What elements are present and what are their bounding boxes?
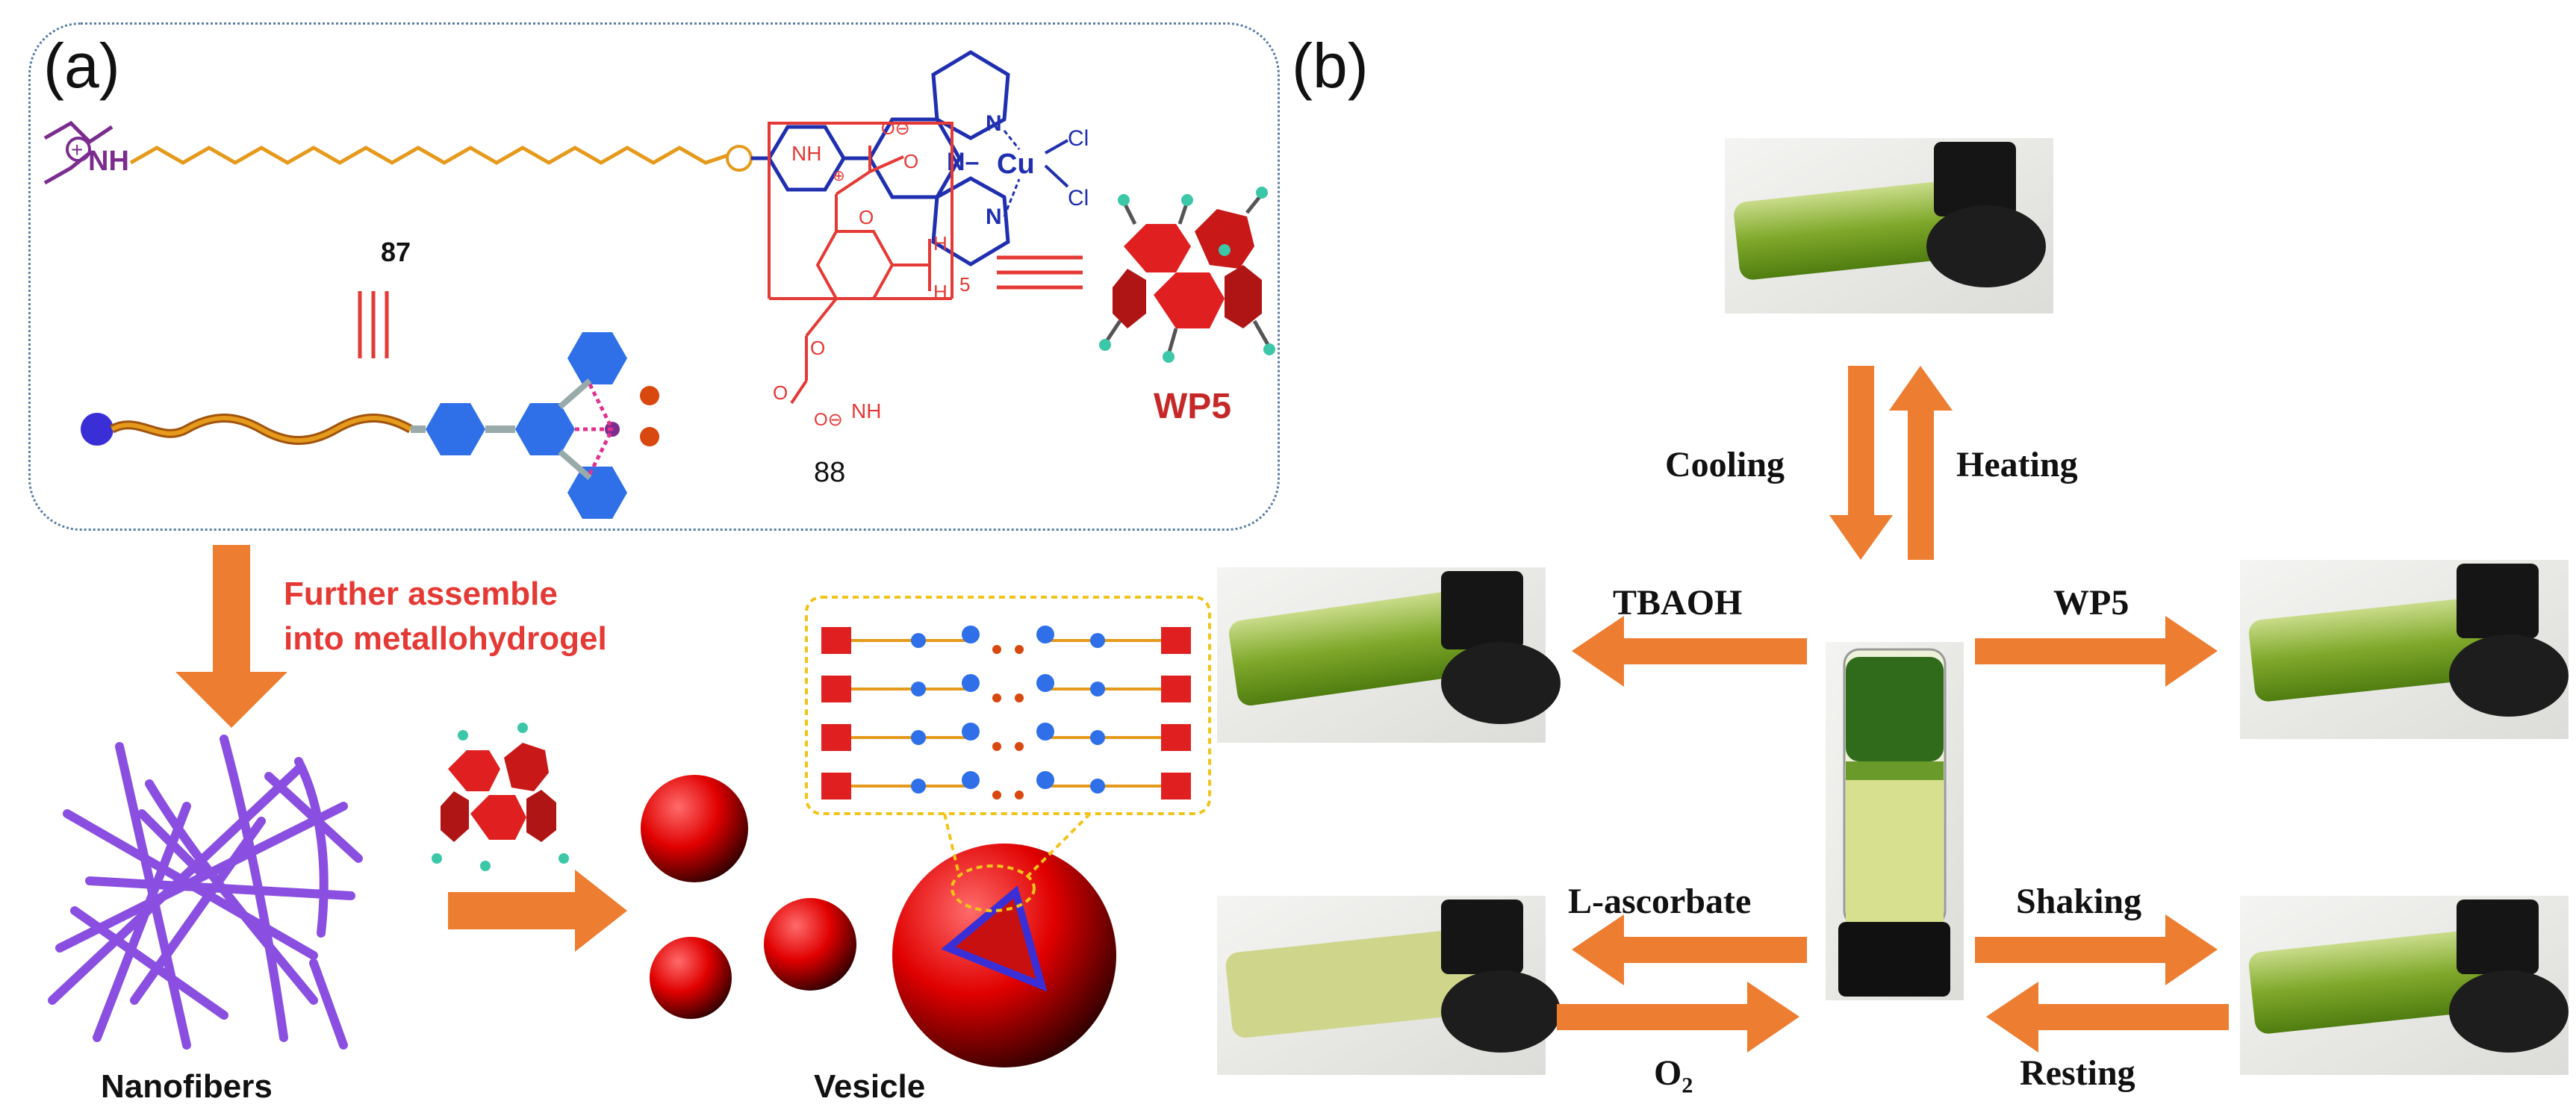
vesicle-label: Vesicle bbox=[814, 1068, 925, 1105]
cu-label: Cu bbox=[997, 149, 1035, 180]
compound-88-number: 88 bbox=[814, 457, 845, 488]
arrows-panel-b bbox=[1557, 366, 2229, 1053]
label-wp5: WP5 bbox=[2053, 583, 2129, 623]
label-cooling: Cooling bbox=[1665, 445, 1785, 484]
compound-88-structure bbox=[768, 122, 953, 405]
vial-photo-wp5 bbox=[2240, 560, 2569, 739]
svg-text:O⊖: O⊖ bbox=[814, 410, 843, 430]
arrow-shaking bbox=[1975, 914, 2218, 985]
label-tbaoh: TBAOH bbox=[1613, 583, 1743, 623]
vial-photo-tbaoh bbox=[1217, 567, 1561, 743]
arrow-wp5 bbox=[1975, 616, 2218, 687]
vial-photo-shaking bbox=[2240, 896, 2569, 1075]
nanofibers-label: Nanofibers bbox=[101, 1068, 273, 1105]
svg-text:⊕: ⊕ bbox=[833, 168, 845, 184]
vesicles bbox=[641, 775, 1116, 1067]
compound-88-labels: NH ⊕ O⊖ O O H H 5 O O O⊖ NH bbox=[773, 119, 970, 430]
label-l-ascorbate: L-ascorbate bbox=[1568, 882, 1752, 921]
down-arrow-assembly bbox=[175, 545, 287, 728]
nh4-label-top: NH bbox=[791, 142, 821, 165]
cl-label-2: Cl bbox=[1068, 186, 1089, 211]
panel-b-label: (b) bbox=[1292, 31, 1369, 101]
compound-87-number: 87 bbox=[381, 237, 411, 267]
n-label-bottom: N bbox=[986, 205, 1002, 229]
nanofibers-drawing bbox=[48, 735, 363, 1050]
arrow-heating bbox=[1889, 366, 1953, 560]
arrow-resting bbox=[1986, 982, 2229, 1053]
svg-text:O⊖: O⊖ bbox=[881, 119, 910, 139]
h-label-2: H bbox=[933, 281, 948, 303]
arrow-l-ascorbate bbox=[1572, 914, 1807, 985]
wp5-label: WP5 bbox=[1154, 387, 1231, 426]
membrane-zoom-inset bbox=[805, 596, 1211, 912]
equivalence-88 bbox=[997, 255, 1083, 290]
o2-subscript: 2 bbox=[1681, 1073, 1693, 1098]
svg-text:O: O bbox=[810, 337, 825, 359]
arrow-o2 bbox=[1557, 982, 1799, 1053]
assembly-text-line2: into metallohydrogel bbox=[284, 620, 607, 657]
label-o2: O2 bbox=[1654, 1053, 1693, 1099]
subscript-5: 5 bbox=[959, 273, 970, 296]
svg-text:+: + bbox=[71, 138, 83, 161]
cl-label-1: Cl bbox=[1068, 126, 1089, 151]
h-label-1: H bbox=[933, 232, 948, 255]
label-heating: Heating bbox=[1956, 445, 2078, 484]
label-resting: Resting bbox=[2020, 1053, 2135, 1093]
n-label-top: N bbox=[986, 111, 1002, 136]
label-shaking: Shaking bbox=[2016, 882, 2142, 921]
svg-text:O: O bbox=[859, 206, 874, 228]
svg-text:O: O bbox=[903, 150, 918, 172]
vial-photo-center bbox=[1826, 642, 1964, 1000]
compound-87-cartoon bbox=[81, 332, 659, 519]
wp5-cartoon bbox=[1099, 187, 1275, 363]
assembly-text-line1: Further assemble bbox=[284, 576, 558, 612]
right-arrow-vesicle bbox=[448, 870, 627, 952]
nh-label: NH bbox=[88, 146, 129, 177]
vial-photo-top bbox=[1725, 138, 2053, 314]
wp5-small bbox=[432, 723, 569, 871]
vial-photo-l-ascorbate bbox=[1217, 896, 1561, 1075]
nh4-label-bottom: NH bbox=[851, 399, 881, 423]
arrow-cooling bbox=[1829, 366, 1893, 560]
molecule-box bbox=[28, 22, 1280, 531]
svg-text:O: O bbox=[773, 381, 788, 404]
panel-a-drawing: + NH N– N N Cu Cl Cl 87 bbox=[43, 50, 1275, 1105]
o2-o: O bbox=[1654, 1053, 1682, 1093]
arrow-tbaoh bbox=[1572, 616, 1807, 687]
equivalence-87 bbox=[358, 291, 389, 358]
